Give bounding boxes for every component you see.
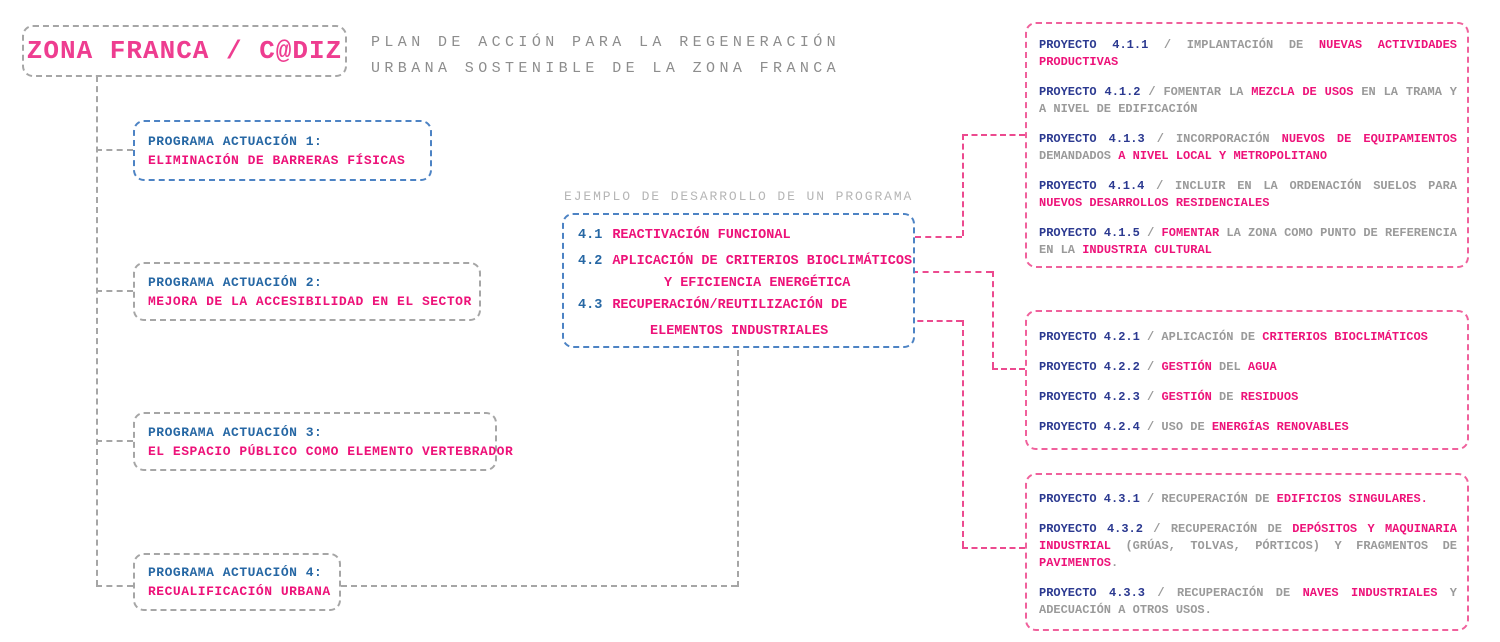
example-item-42-text-line2: Y EFICIENCIA ENERGÉTICA: [664, 276, 851, 291]
connector-42-v: [992, 271, 994, 368]
program2-subtitle: MEJORA DE LA ACCESIBILIDAD EN EL SECTOR: [148, 293, 472, 309]
program4-subtitle: RECUALIFICACIÓN URBANA: [148, 584, 331, 599]
project-431: PROYECTO 4.3.1 / RECUPERACIÓN DE EDIFICI…: [1039, 491, 1457, 508]
program-box-4: PROGRAMA ACTUACIÓN 4: RECUALIFICACIÓN UR…: [133, 553, 341, 611]
example-item-42-number: 4.2: [578, 254, 603, 269]
example-label: EJEMPLO DE DESARROLLO DE UN PROGRAMA: [564, 189, 914, 204]
program1-subtitle: ELIMINACIÓN DE BARRERAS FÍSICAS: [148, 152, 406, 168]
project-412: PROYECTO 4.1.2 / FOMENTAR LA MEZCLA DE U…: [1039, 84, 1457, 118]
program4-title: PROGRAMA ACTUACIÓN 4:: [148, 565, 323, 580]
connector-trunk-vertical: [96, 76, 98, 586]
project-414: PROYECTO 4.1.4 / INCLUIR EN LA ORDENACIÓ…: [1039, 178, 1457, 212]
project-group-box-43: PROYECTO 4.3.1 / RECUPERACIÓN DE EDIFICI…: [1025, 473, 1469, 631]
connector-42-h1: [912, 271, 992, 273]
project-424-label: PROYECTO 4.2.4: [1039, 420, 1140, 434]
program3-subtitle: EL ESPACIO PÚBLICO COMO ELEMENTO VERTEBR…: [148, 443, 514, 459]
project-432-description: / RECUPERACIÓN DE DEPÓSITOS Y MAQUINARIA…: [1039, 522, 1457, 570]
plan-heading: PLAN DE ACCIÓN PARA LA REGENERACIÓN URBA…: [371, 30, 840, 82]
connector-program2-stub: [96, 290, 133, 292]
project-421-label: PROYECTO 4.2.1: [1039, 330, 1140, 344]
project-414-description: / INCLUIR EN LA ORDENACIÓN SUELOS PARA N…: [1039, 179, 1457, 210]
project-group-box-42: PROYECTO 4.2.1 / APLICACIÓN DE CRITERIOS…: [1025, 310, 1469, 450]
program3-title: PROGRAMA ACTUACIÓN 3:: [148, 424, 323, 440]
project-432: PROYECTO 4.3.2 / RECUPERACIÓN DE DEPÓSIT…: [1039, 521, 1457, 572]
example-item-43-text-line2: ELEMENTOS INDUSTRIALES: [650, 324, 829, 339]
project-411-description: / IMPLANTACIÓN DE NUEVAS ACTIVIDADES PRO…: [1039, 38, 1457, 69]
project-413: PROYECTO 4.1.3 / INCORPORACIÓN NUEVOS DE…: [1039, 131, 1457, 165]
project-415-label: PROYECTO 4.1.5: [1039, 226, 1140, 240]
page-title: ZONA FRANCA / C@DIZ: [26, 36, 343, 66]
project-424: PROYECTO 4.2.4 / USO DE ENERGÍAS RENOVAB…: [1039, 419, 1457, 436]
connector-program3-stub: [96, 440, 133, 442]
project-433-label: PROYECTO 4.3.3: [1039, 586, 1146, 600]
connector-41-v: [962, 134, 964, 236]
connector-program4-stub: [96, 585, 133, 587]
connector-42-h2: [992, 368, 1025, 370]
program1-title: PROGRAMA ACTUACIÓN 1:: [148, 133, 323, 149]
program-box-1: PROGRAMA ACTUACIÓN 1: ELIMINACIÓN DE BAR…: [133, 120, 432, 181]
project-422: PROYECTO 4.2.2 / GESTIÓN DEL AGUA: [1039, 359, 1457, 376]
plan-heading-line1: PLAN DE ACCIÓN PARA LA REGENERACIÓN: [371, 34, 841, 51]
project-group-box-41: PROYECTO 4.1.1 / IMPLANTACIÓN DE NUEVAS …: [1025, 22, 1469, 268]
project-431-label: PROYECTO 4.3.1: [1039, 492, 1140, 506]
project-422-label: PROYECTO 4.2.2: [1039, 360, 1140, 374]
project-412-label: PROYECTO 4.1.2: [1039, 85, 1141, 99]
project-423-label: PROYECTO 4.2.3: [1039, 390, 1140, 404]
title-box: ZONA FRANCA / C@DIZ: [22, 25, 347, 77]
project-422-description: / GESTIÓN DEL AGUA: [1139, 360, 1277, 374]
project-433-description: / RECUPERACIÓN DE NAVES INDUSTRIALES Y A…: [1039, 586, 1457, 617]
program-box-3: PROGRAMA ACTUACIÓN 3: EL ESPACIO PÚBLICO…: [133, 412, 514, 471]
project-433: PROYECTO 4.3.3 / RECUPERACIÓN DE NAVES I…: [1039, 585, 1457, 619]
connector-program1-stub: [96, 149, 133, 151]
project-431-description: / RECUPERACIÓN DE EDIFICIOS SINGULARES.: [1139, 492, 1428, 506]
project-421-description: / APLICACIÓN DE CRITERIOS BIOCLIMÁTICOS: [1139, 330, 1428, 344]
program2-title: PROGRAMA ACTUACIÓN 2:: [148, 274, 323, 290]
project-413-label: PROYECTO 4.1.3: [1039, 132, 1145, 146]
project-423-description: / GESTIÓN DE RESIDUOS: [1139, 390, 1299, 404]
example-item-41-number: 4.1: [578, 228, 603, 243]
example-item-43: 4.3 RECUPERACIÓN/REUTILIZACIÓN DE: [578, 298, 913, 313]
example-item-43-number: 4.3: [578, 298, 603, 313]
example-item-43-text: RECUPERACIÓN/REUTILIZACIÓN DE: [612, 298, 848, 313]
project-424-description: / USO DE ENERGÍAS RENOVABLES: [1139, 420, 1349, 434]
project-415-description: / FOMENTAR LA ZONA COMO PUNTO DE REFEREN…: [1039, 226, 1458, 257]
project-413-description: / INCORPORACIÓN NUEVOS DE EQUIPAMIENTOS …: [1039, 132, 1457, 163]
project-411-label: PROYECTO 4.1.1: [1039, 38, 1149, 52]
project-411: PROYECTO 4.1.1 / IMPLANTACIÓN DE NUEVAS …: [1039, 37, 1457, 71]
connector-41-h2: [962, 134, 1025, 136]
connector-43-h2: [962, 547, 1025, 549]
program-box-2: PROGRAMA ACTUACIÓN 2: MEJORA DE LA ACCES…: [133, 262, 481, 321]
project-432-label: PROYECTO 4.3.2: [1039, 522, 1143, 536]
project-423: PROYECTO 4.2.3 / GESTIÓN DE RESIDUOS: [1039, 389, 1457, 406]
project-421: PROYECTO 4.2.1 / APLICACIÓN DE CRITERIOS…: [1039, 329, 1457, 346]
example-box: 4.1 REACTIVACIÓN FUNCIONAL 4.2 APLICACIÓN …: [562, 213, 915, 348]
project-415: PROYECTO 4.1.5 / FOMENTAR LA ZONA COMO P…: [1039, 225, 1457, 259]
connector-43-v: [962, 320, 964, 547]
example-item-42: 4.2 APLICACIÓN DE CRITERIOS BIOCLIMÁTICOS: [578, 254, 913, 269]
plan-heading-line2: URBANA SOSTENIBLE DE LA ZONA FRANCA: [371, 60, 841, 77]
example-item-42-text: APLICACIÓN DE CRITERIOS BIOCLIMÁTICOS: [612, 254, 913, 269]
connector-program4-to-example-vertical: [737, 350, 739, 587]
connector-program4-to-example-horizontal: [341, 585, 737, 587]
project-412-description: / FOMENTAR LA MEZCLA DE USOS EN LA TRAMA…: [1039, 85, 1457, 116]
project-414-label: PROYECTO 4.1.4: [1039, 179, 1145, 193]
example-item-41: 4.1 REACTIVACIÓN FUNCIONAL: [578, 228, 913, 243]
example-item-41-text: REACTIVACIÓN FUNCIONAL: [612, 228, 791, 243]
